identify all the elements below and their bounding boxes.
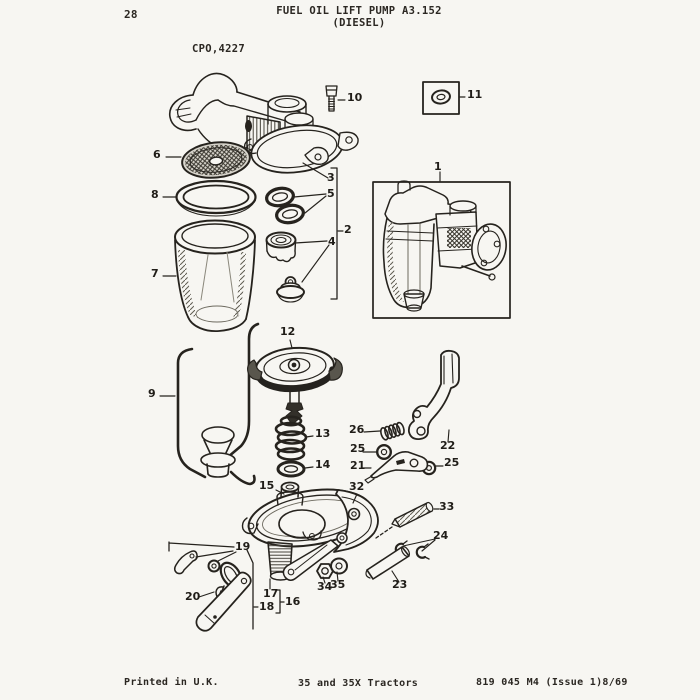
part-label-19: 19 [235, 540, 251, 553]
part-label-17: 17 [263, 587, 279, 600]
part-label-3: 3 [327, 171, 335, 184]
part-diaphragm-12 [247, 346, 343, 424]
part-label-11: 11 [467, 88, 483, 101]
part-label-21: 21 [350, 459, 366, 472]
part-label-16: 16 [285, 595, 301, 608]
part-label-10: 10 [347, 91, 363, 104]
part-washer-14 [276, 460, 306, 478]
part-pivot-pin-23 [365, 546, 411, 580]
part-label-12: 12 [280, 325, 296, 338]
part-label-33: 33 [439, 500, 455, 513]
grouping-brackets [168, 167, 338, 630]
part-washer-35 [330, 557, 348, 575]
part-label-24: 24 [433, 529, 449, 542]
part-label-23: 23 [392, 578, 408, 591]
footer-printed-in: Printed in U.K. [124, 677, 219, 688]
part-label-35: 35 [330, 578, 346, 591]
part-valve-lower-4 [276, 276, 305, 303]
part-label-25b: 25 [444, 456, 460, 469]
part-label-18: 18 [259, 600, 275, 613]
part-label-4: 4 [328, 235, 336, 248]
part-seal-washers-5 [265, 186, 305, 225]
part-pump-assembly-1 [372, 180, 511, 319]
page-subtitle: (DIESEL) [332, 17, 386, 29]
part-label-2: 2 [344, 223, 352, 236]
part-filter-disc-6 [181, 141, 251, 179]
part-nut-34 [316, 563, 334, 579]
footer-part-ref: 819 045 M4 (Issue 1)8/69 [476, 677, 628, 688]
part-top-cover-assembly [168, 72, 359, 174]
callout-leader-lines [159, 96, 466, 608]
footer-model: 35 and 35X Tractors [298, 678, 419, 689]
part-pin-33 [375, 501, 434, 539]
part-screw-10 [325, 85, 338, 112]
part-rocker-link-21 [364, 451, 429, 484]
part-label-22: 22 [440, 439, 456, 452]
part-valve-upper-4 [265, 231, 297, 263]
page-number: 28 [124, 8, 138, 21]
part-priming-lever-22 [407, 349, 460, 441]
part-sediment-bowl-7 [174, 219, 256, 332]
part-label-1: 1 [434, 160, 442, 173]
part-hand-lever-18 [195, 571, 252, 632]
part-spring-26 [380, 421, 405, 441]
part-label-5: 5 [327, 187, 335, 200]
page-title: FUEL OIL LIFT PUMP A3.152 [276, 5, 442, 17]
figure-reference: CPO,4227 [192, 43, 245, 55]
part-label-32: 32 [349, 480, 365, 493]
part-label-15: 15 [259, 479, 275, 492]
part-label-34: 34 [317, 580, 333, 593]
part-label-13: 13 [315, 427, 331, 440]
part-label-26: 26 [349, 423, 365, 436]
part-label-20: 20 [185, 590, 201, 603]
part-label-8: 8 [151, 188, 159, 201]
part-boxed-washer-11 [422, 81, 460, 115]
part-label-6: 6 [153, 148, 161, 161]
part-label-25a: 25 [350, 442, 366, 455]
part-label-9: 9 [148, 387, 156, 400]
part-lower-body-32 [241, 488, 379, 581]
part-label-7: 7 [151, 267, 159, 280]
part-bail-clamp-9 [176, 322, 260, 486]
part-label-14: 14 [315, 458, 331, 471]
